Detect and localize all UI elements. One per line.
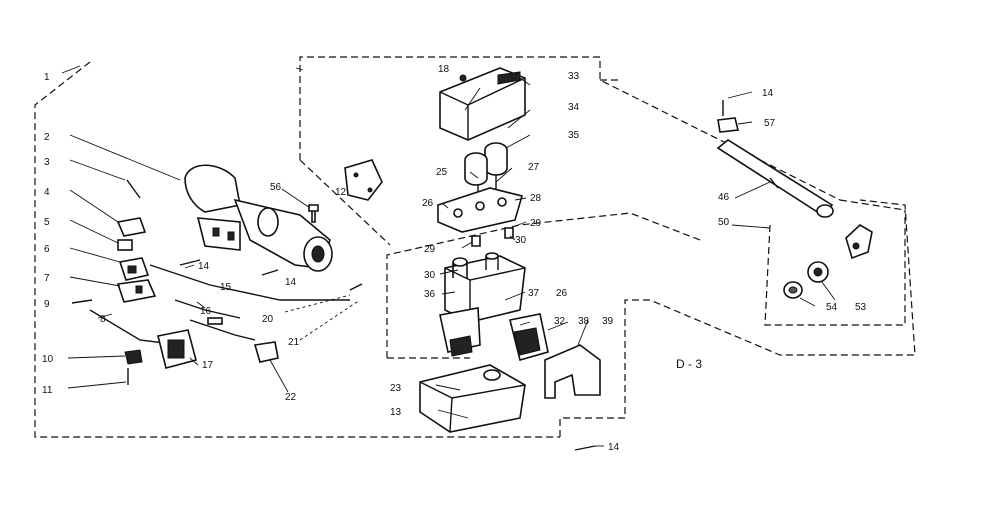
callout-50: 50: [718, 217, 730, 228]
callout-56: 56: [270, 182, 282, 193]
callout-29b: 29: [424, 244, 436, 255]
callout-33: 33: [568, 71, 580, 82]
assembly-boundaries: [34, 56, 916, 438]
callout-14b: 14: [285, 277, 297, 288]
callout-2: 2: [44, 132, 50, 143]
callout-54: 54: [826, 302, 838, 313]
callout-9: 9: [44, 299, 50, 310]
callout-14c: 14: [608, 442, 620, 453]
callout-36: 36: [424, 289, 436, 300]
callout-46: 46: [718, 192, 730, 203]
elbow-fitting: [845, 224, 873, 260]
callout-4: 4: [44, 187, 50, 198]
orifice-assembly: [716, 100, 873, 299]
section-label: D - 3: [676, 357, 702, 371]
callout-29a: 29: [530, 218, 542, 229]
callout-14d: 14: [762, 88, 774, 99]
wire-20: [189, 319, 256, 341]
callout-13: 13: [390, 407, 402, 418]
callout-37: 37: [528, 288, 540, 299]
callout-1: 1: [44, 72, 50, 83]
screw-56: [308, 204, 319, 223]
part-10: [124, 349, 143, 365]
gas-valve-assembly: [419, 67, 601, 451]
callout-25: 25: [436, 167, 448, 178]
clip-57: [717, 117, 739, 133]
callout-30b: 30: [424, 270, 436, 281]
connector-22: [253, 341, 279, 363]
callout-35: 35: [568, 130, 580, 141]
callout-15: 15: [220, 282, 232, 293]
callout-17: 17: [202, 360, 214, 371]
callout-12: 12: [335, 187, 347, 198]
callout-10: 10: [42, 354, 54, 365]
callout-26a: 26: [422, 198, 434, 209]
cover-plate: [344, 159, 383, 201]
leader-lines: [61, 65, 836, 447]
callout-53: 53: [855, 302, 867, 313]
callout-3: 3: [44, 157, 50, 168]
part-5: [117, 239, 133, 251]
wire-21: [149, 264, 350, 301]
callout-20: 20: [262, 314, 274, 325]
callout-21: 21: [288, 337, 300, 348]
callout-6: 6: [44, 244, 50, 255]
callout-26b: 26: [556, 288, 568, 299]
mounting-plate-23: [419, 364, 526, 433]
callout-38: 38: [578, 316, 590, 327]
callout-28: 28: [530, 193, 542, 204]
callout-23: 23: [390, 383, 402, 394]
callout-5: 5: [44, 217, 50, 228]
callout-labels: 1 2 3 4 5 6 7 9 8 10 11 56 12 14 15 14 1…: [42, 64, 867, 453]
bracket-39: [544, 344, 601, 399]
callout-16: 16: [200, 306, 212, 317]
callout-32: 32: [554, 316, 566, 327]
clip-4: [116, 217, 147, 237]
callout-18: 18: [438, 64, 450, 75]
callout-27: 27: [528, 162, 540, 173]
callout-11: 11: [42, 385, 53, 396]
callout-14a: 14: [198, 261, 210, 272]
callout-7: 7: [44, 273, 50, 284]
valve-cover-33: [439, 67, 526, 141]
callout-8: 8: [100, 314, 106, 325]
callout-39: 39: [602, 316, 614, 327]
callout-57: 57: [764, 118, 776, 129]
callout-22: 22: [285, 392, 297, 403]
wire-16: [174, 299, 241, 319]
burner-bulb: [184, 164, 241, 213]
burner-assembly: [71, 159, 383, 385]
callout-34: 34: [568, 102, 580, 113]
tube-46: [716, 139, 834, 217]
callout-30a: 30: [515, 235, 527, 246]
